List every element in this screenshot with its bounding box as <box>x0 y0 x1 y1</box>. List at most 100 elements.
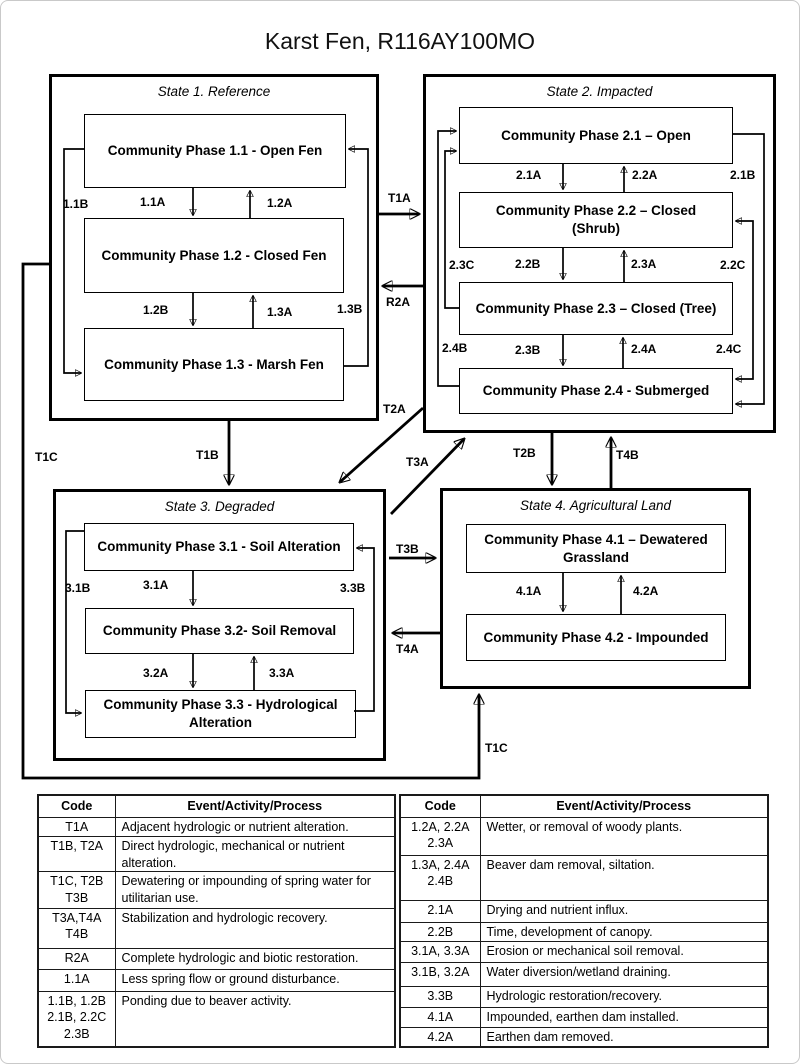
transition-label-T4A: T4A <box>396 642 419 656</box>
state-2-impacted-box: State 2. Impacted <box>423 74 776 433</box>
pathway-label-3.2A: 3.2A <box>143 666 169 680</box>
phase-2-3-label: Community Phase 2.3 – Closed (Tree) <box>475 300 717 316</box>
pathway-label-1.3A: 1.3A <box>267 305 293 319</box>
event-header: Event/Activity/Process <box>114 794 396 818</box>
event-cell: Impounded, earthen dam installed. <box>479 1007 769 1028</box>
event-cell: Drying and nutrient influx. <box>479 899 769 923</box>
pathway-label-3.3B: 3.3B <box>340 581 366 595</box>
transition-label-T1B: T1B <box>196 448 219 462</box>
pathway-label-2.4A: 2.4A <box>631 342 657 356</box>
phase-2-4-label: Community Phase 2.4 - Submerged <box>482 383 710 399</box>
phase-2-2-label: Community Phase 2.2 – Closed (Shrub) <box>495 203 697 236</box>
pathway-label-3.1B: 3.1B <box>65 581 91 595</box>
pathway-label-2.1B: 2.1B <box>730 168 756 182</box>
phase-2-1-box: Community Phase 2.1 – Open <box>459 107 733 164</box>
state-4-title: State 4. Agricultural Land <box>519 498 672 513</box>
event-cell: Complete hydrologic and biotic restorati… <box>114 947 396 970</box>
code-cell: 3.1B, 3.2A <box>399 962 481 988</box>
event-cell: Less spring flow or ground disturbance. <box>114 968 396 992</box>
pathway-label-2.2B: 2.2B <box>515 257 541 271</box>
code-cell: 1.1A <box>37 968 116 992</box>
event-cell: Stabilization and hydrologic recovery. <box>114 907 396 949</box>
transition-label-T1C: T1C <box>35 450 58 464</box>
legend-table-right-header: Code Event/Activity/Process <box>399 794 769 818</box>
code-cell: 3.1A, 3.3A <box>399 941 481 964</box>
code-cell: 4.1A <box>399 1007 481 1028</box>
pathway-label-2.2C: 2.2C <box>720 258 746 272</box>
transition-label-T3B: T3B <box>396 542 419 556</box>
state-3-title: State 3. Degraded <box>164 499 275 514</box>
phase-4-1-label: Community Phase 4.1 – Dewatered Grasslan… <box>484 531 708 565</box>
code-cell: T1B, T2A <box>37 836 116 873</box>
pathway-label-4.1A: 4.1A <box>516 584 542 598</box>
phase-1-3-box: Community Phase 1.3 - Marsh Fen <box>84 328 344 401</box>
phase-3-3-box: Community Phase 3.3 - Hydrological Alter… <box>85 690 356 738</box>
pathway-label-2.1A: 2.1A <box>516 168 542 182</box>
code-cell: T1A <box>37 816 116 838</box>
pathway-label-3.1A: 3.1A <box>143 578 169 592</box>
event-cell: Erosion or mechanical soil removal. <box>479 941 769 964</box>
phase-1-2-box: Community Phase 1.2 - Closed Fen <box>84 218 344 293</box>
pathway-label-3.3A: 3.3A <box>269 666 295 680</box>
pathway-label-2.3C: 2.3C <box>449 258 475 272</box>
event-cell: Beaver dam removal, siltation. <box>479 854 769 901</box>
phase-1-1-box: Community Phase 1.1 - Open Fen <box>84 114 346 188</box>
pathway-label-1.1B: 1.1B <box>63 197 89 211</box>
code-cell: R2A <box>37 947 116 970</box>
phase-1-3-label: Community Phase 1.3 - Marsh Fen <box>104 356 324 372</box>
phase-2-3-box: Community Phase 2.3 – Closed (Tree) <box>459 282 733 335</box>
pathway-label-2.3B: 2.3B <box>515 343 541 357</box>
event-cell: Hydrologic restoration/recovery. <box>479 986 769 1009</box>
code-cell: 2.1A <box>399 899 481 923</box>
event-cell: Direct hydrologic, mechanical or nutrien… <box>114 836 396 873</box>
page-title: Karst Fen, R116AY100MO <box>264 28 536 54</box>
code-header: Code <box>37 794 116 818</box>
event-cell: Dewatering or impounding of spring water… <box>114 871 396 909</box>
transition-label-T3A: T3A <box>406 455 429 469</box>
phase-1-2-label: Community Phase 1.2 - Closed Fen <box>101 247 327 263</box>
pathway-label-1.3B: 1.3B <box>337 302 363 316</box>
phase-2-4-box: Community Phase 2.4 - Submerged <box>459 368 733 414</box>
phase-1-1-label: Community Phase 1.1 - Open Fen <box>107 143 323 159</box>
transition-label-T1C-2: T1C <box>485 741 508 755</box>
phase-3-1-label: Community Phase 3.1 - Soil Alteration <box>97 539 341 555</box>
transition-label-T4B: T4B <box>616 448 639 462</box>
transition-label-T2B: T2B <box>513 446 536 460</box>
pathway-label-4.2A: 4.2A <box>633 584 659 598</box>
event-header: Event/Activity/Process <box>479 794 769 818</box>
phase-3-3-label: Community Phase 3.3 - Hydrological Alter… <box>103 697 338 730</box>
transition-label-R2A: R2A <box>386 295 411 309</box>
pathway-label-1.2B: 1.2B <box>143 303 169 317</box>
event-cell: Ponding due to beaver activity. <box>114 990 396 1048</box>
transition-label-T1A: T1A <box>388 191 411 205</box>
phase-4-2-label: Community Phase 4.2 - Impounded <box>483 629 709 645</box>
event-cell: Water diversion/wetland draining. <box>479 962 769 988</box>
state-2-title: State 2. Impacted <box>546 84 653 99</box>
event-cell: Adjacent hydrologic or nutrient alterati… <box>114 816 396 838</box>
legend-table-left-header: Code Event/Activity/Process <box>37 794 396 818</box>
code-cell: 3.3B <box>399 986 481 1009</box>
phase-2-1-label: Community Phase 2.1 – Open <box>501 127 691 143</box>
event-cell: Wetter, or removal of woody plants. <box>479 816 769 856</box>
phase-3-2-label: Community Phase 3.2- Soil Removal <box>102 623 337 639</box>
event-cell: Earthen dam removed. <box>479 1026 769 1048</box>
